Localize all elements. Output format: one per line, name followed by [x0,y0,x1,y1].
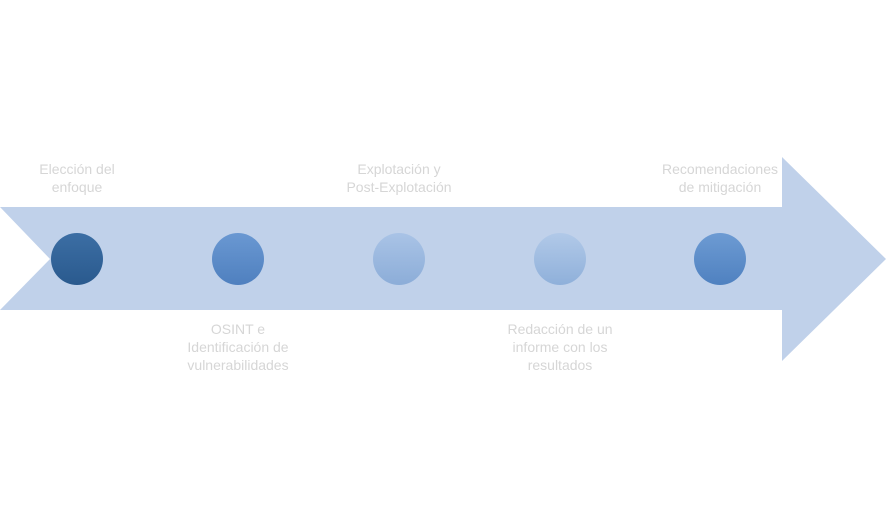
stage-node-eleccion [51,233,103,285]
process-arrow [0,157,886,361]
stage-label-line: Post-Explotación [346,179,452,195]
stage-node-redaccion [534,233,586,285]
stage-label-eleccion: Elección del enfoque [2,160,152,196]
stage-label-line: OSINT e [210,321,266,337]
stage-label-explotacion: Explotación y Post-Explotación [324,160,474,196]
stage-label-line: resultados [527,357,593,373]
stage-label-line: Identificación de [187,339,289,355]
stage-label-line: enfoque [51,179,103,195]
stage-label-line: Redacción de un [507,321,613,337]
stage-label-line: vulnerabilidades [187,357,289,373]
stage-label-line: Elección del [39,161,115,177]
stage-label-recomendaciones: Recomendaciones de mitigación [645,160,795,196]
stage-node-recomendaciones [694,233,746,285]
stage-label-line: informe con los [512,339,608,355]
stage-nodes [51,233,746,285]
stage-label-line: de mitigación [678,179,762,195]
stage-node-osint [212,233,264,285]
stage-label-osint: OSINT e Identificación de vulnerabilidades [163,320,313,374]
stage-label-line: Explotación y [357,161,441,177]
stage-label-line: Recomendaciones [662,161,778,177]
stage-label-redaccion: Redacción de un informe con los resultados [485,320,635,374]
stage-node-explotacion [373,233,425,285]
